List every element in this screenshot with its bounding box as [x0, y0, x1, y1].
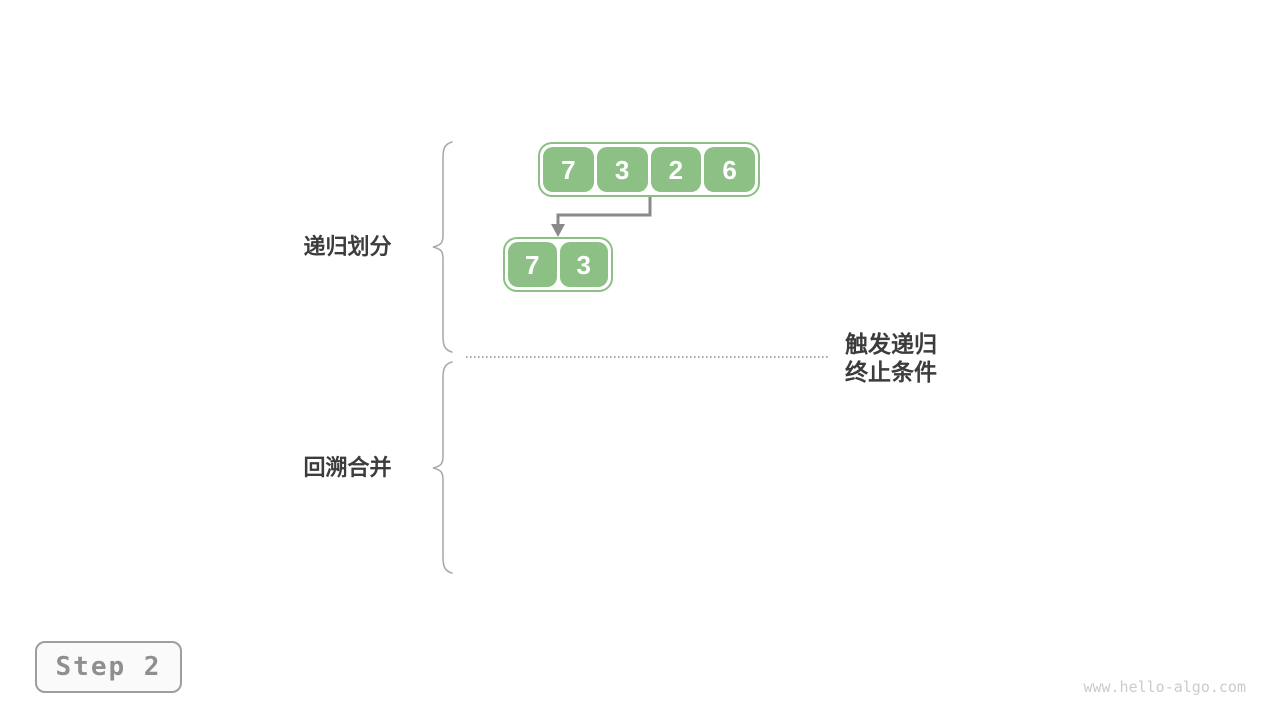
array-cell: 7: [543, 147, 594, 192]
array-cell: 7: [508, 242, 557, 287]
array-left-half: 7 3: [503, 237, 613, 292]
phase-label-recursive-divide: 递归划分: [303, 234, 392, 259]
array-cell: 6: [704, 147, 755, 192]
watermark-text: www.hello-algo.com: [1083, 678, 1246, 696]
array-cell: 2: [650, 147, 702, 192]
divide-arrow: [556, 197, 652, 227]
step-badge: Step 2: [35, 641, 182, 693]
termination-note-line2: 终止条件: [845, 359, 937, 385]
array-cell: 3: [596, 147, 648, 192]
phase-label-backtrack-merge: 回溯合并: [303, 455, 392, 480]
termination-note-line1: 触发递归: [845, 331, 937, 357]
array-full: 7 3 2 6: [538, 142, 760, 197]
brace-backtrack-merge-icon: [432, 361, 453, 574]
array-cell: 3: [559, 242, 608, 287]
termination-note: 触发递归 终止条件: [845, 330, 937, 386]
divide-arrow-head-icon: [551, 224, 565, 237]
brace-recursive-divide-icon: [432, 141, 453, 353]
